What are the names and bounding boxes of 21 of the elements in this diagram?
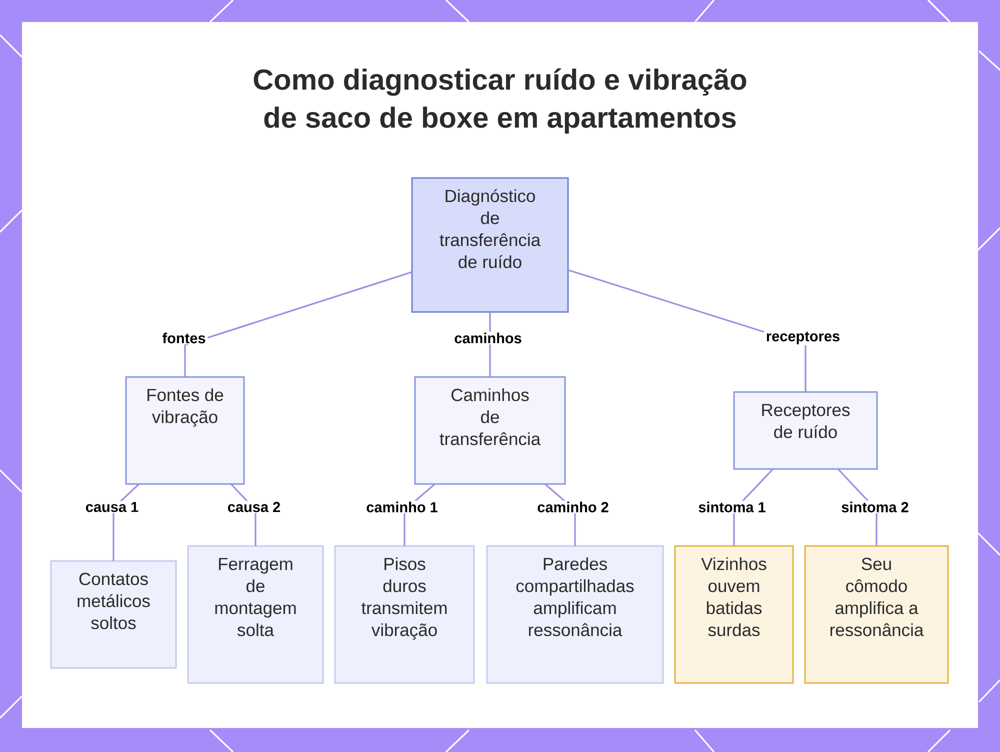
edge-label: receptores (764, 330, 842, 346)
process-box: Receptores de ruído (733, 391, 878, 470)
process-box: Contatos metálicos soltos (50, 560, 177, 669)
edge-label: caminhos (452, 332, 524, 344)
edge-label: fontes (160, 332, 208, 344)
process-box: Vizinhos ouvem batidas surdas (674, 545, 794, 684)
edge-label: causa 2 (225, 500, 283, 514)
title: Como diagnosticar ruído e vibração de saco de boxe em apartamentos (254, 68, 746, 134)
edge-label: sintoma 2 (839, 500, 911, 514)
process-box: Caminhos de transferência (414, 376, 566, 485)
edge-label: sintoma 1 (696, 500, 768, 514)
edge-label: caminho 2 (535, 500, 611, 514)
process-box: Seu cômodo amplifica a ressonância (804, 545, 949, 684)
process-box: Diagnóstico de transferência de ruído (411, 177, 569, 313)
connector-line (184, 271, 412, 377)
process-box: Fontes de vibração (125, 376, 245, 485)
edge-label: causa 1 (83, 500, 141, 514)
process-box: Pisos duros transmitem vibração (334, 545, 475, 684)
process-box: Paredes compartilhadas amplificam ressonância (486, 545, 664, 684)
edge-label: caminho 1 (364, 500, 440, 514)
process-box: Ferragem de montagem solta (187, 545, 324, 684)
